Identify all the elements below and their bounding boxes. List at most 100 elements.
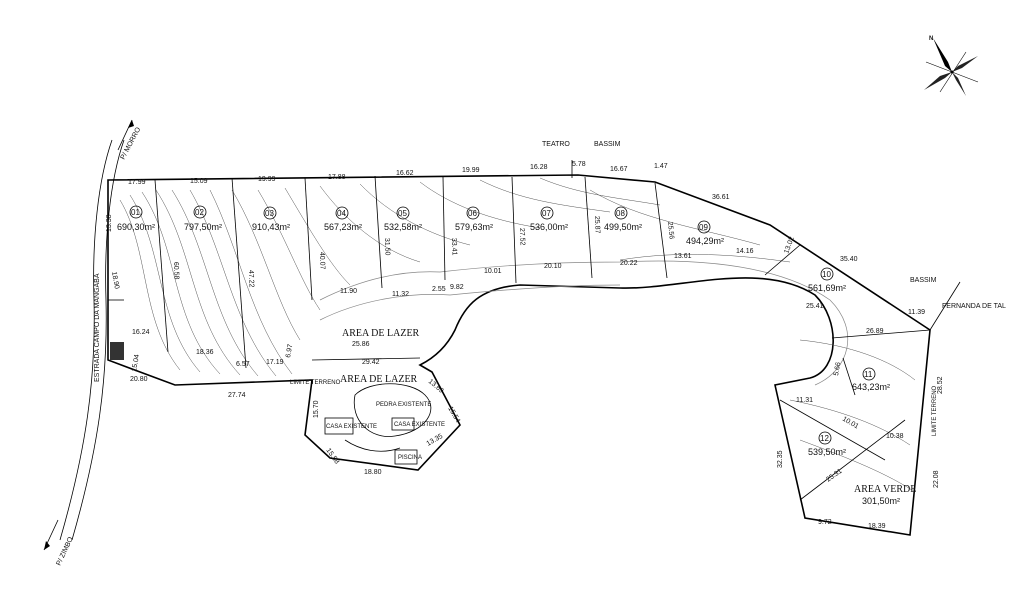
dim-label: 20.80 — [130, 376, 148, 383]
neighbor-teatro: TEATRO — [542, 141, 570, 148]
lot-area: 561,69m² — [808, 283, 846, 293]
dim-label: 6.97 — [285, 344, 294, 359]
dim-label: 13.38 — [106, 214, 113, 232]
dim-label: 26.89 — [866, 328, 884, 335]
dim-label: 25.56 — [666, 221, 675, 239]
lot-area: 797,50m² — [184, 222, 222, 232]
area-lazer-main: AREA DE LAZER — [340, 374, 418, 385]
leisure-features — [110, 342, 432, 465]
road-label-zimbo: P/ ZIMBO — [55, 536, 75, 567]
lot-number: 04 — [337, 209, 346, 218]
dim-label: 6.57 — [236, 361, 250, 368]
lot-07: 07 536,00m² — [530, 206, 568, 232]
dim-label: 16.62 — [396, 170, 414, 177]
lot-number: 03 — [265, 209, 274, 218]
dim-label: 11.90 — [340, 288, 357, 295]
dim-label: 20.10 — [544, 263, 562, 270]
dim-label: 18.39 — [868, 523, 886, 530]
dim-label: 15.58 — [324, 447, 340, 465]
neighbor-bassim-right: BASSIM — [910, 277, 937, 284]
lot-06: 06 579,63m² — [455, 206, 493, 232]
area-verde-size: 301,50m² — [862, 496, 900, 506]
dim-label: 5.66 — [833, 362, 842, 377]
dim-label: 13.61 — [674, 253, 692, 260]
north-arrow-icon: N — [924, 36, 979, 96]
lot-number: 05 — [398, 209, 407, 218]
dim-label: 32.35 — [777, 450, 784, 468]
lot-number: 12 — [820, 434, 829, 443]
internal-road — [319, 260, 849, 386]
lot-03: 03 910,43m² — [252, 206, 290, 232]
lot-area: 910,43m² — [252, 222, 290, 232]
dim-label: 19.99 — [258, 176, 276, 183]
dim-label: 20.22 — [620, 260, 638, 267]
dim-label: 15.70 — [313, 400, 320, 418]
dim-label: 5.78 — [572, 161, 586, 168]
dim-label: 13.69 — [427, 378, 445, 395]
dim-label: 17.99 — [128, 179, 146, 186]
neighbor-fernanda: FERNANDA DE TAL — [942, 303, 1006, 310]
dim-label: 9.72 — [818, 519, 832, 526]
lot-divisions — [108, 175, 931, 501]
dim-label: 22.08 — [933, 470, 940, 488]
limite-terreno-left: LIMITE TERRENO — [290, 380, 341, 386]
lot-area: 643,23m² — [852, 382, 890, 392]
dim-label: 35.40 — [840, 256, 858, 263]
dim-label: 15.09 — [190, 178, 208, 185]
dim-label: 36.61 — [712, 194, 730, 201]
dim-label: 27.74 — [228, 392, 246, 399]
lot-number: 06 — [468, 209, 477, 218]
top-dimensions: 17.99 15.09 19.99 17.88 16.62 19.99 16.2… — [128, 161, 925, 316]
lot-area: 532,58m² — [384, 222, 422, 232]
dim-label: 11.31 — [796, 397, 813, 404]
lot-area: 494,29m² — [686, 236, 724, 246]
lot-area: 539,50m² — [808, 447, 846, 457]
dim-label: 11.32 — [392, 291, 409, 298]
dim-label: 16.24 — [132, 329, 150, 336]
site-boundary — [107, 174, 931, 536]
lot-number: 10 — [822, 270, 831, 279]
lot-number: 07 — [542, 209, 551, 218]
lot-12: 12 539,50m² — [808, 431, 846, 457]
dim-label: 25.41 — [806, 303, 824, 310]
dim-label: 17.88 — [328, 174, 346, 181]
lot-area: 690,30m² — [117, 222, 155, 232]
lot-area: 567,23m² — [324, 222, 362, 232]
lot-11: 11 643,23m² — [852, 367, 890, 392]
neighbor-bassim-top: BASSIM — [594, 141, 621, 148]
pedra-existente: PEDRA EXISTENTE — [376, 402, 431, 408]
lot-area: 579,63m² — [455, 222, 493, 232]
piscina: PISCINA — [398, 455, 422, 461]
lot-05: 05 532,58m² — [384, 206, 422, 232]
dim-label: 10.01 — [841, 416, 860, 431]
lot-area: 499,50m² — [604, 222, 642, 232]
dim-label: 60.58 — [172, 262, 180, 280]
dim-label: 18.90 — [110, 271, 120, 290]
dim-label: 40.07 — [318, 252, 326, 270]
dim-label: 10.01 — [484, 268, 502, 275]
limite-terreno-right: LIMITE TERRENO — [932, 385, 938, 436]
dim-label: 2.55 — [432, 286, 446, 293]
dim-label: 19.99 — [462, 167, 480, 174]
lot-04: 04 567,23m² — [324, 206, 362, 232]
dim-label: 47.22 — [247, 270, 255, 288]
lot-area: 536,00m² — [530, 222, 568, 232]
road-label-estrada: ESTRADA CAMPO DA MANGABA — [94, 273, 101, 382]
dim-label: 31.50 — [383, 238, 391, 256]
inner-dimensions: 13.38 18.90 16.24 60.58 47.22 40.07 31.5… — [106, 214, 944, 530]
dim-label: 15.04 — [131, 354, 141, 373]
lot-number: 01 — [131, 208, 140, 217]
dim-label: 16.67 — [610, 166, 628, 173]
road — [43, 119, 134, 551]
contour-lines — [119, 177, 916, 491]
lot-number: 11 — [864, 370, 873, 379]
lot-01: 01 690,30m² — [117, 205, 155, 232]
dim-label: 15.54 — [446, 406, 461, 425]
dim-label: 33.41 — [450, 238, 458, 256]
dim-label: 10.38 — [886, 433, 904, 440]
dim-label: 18.36 — [196, 349, 214, 356]
